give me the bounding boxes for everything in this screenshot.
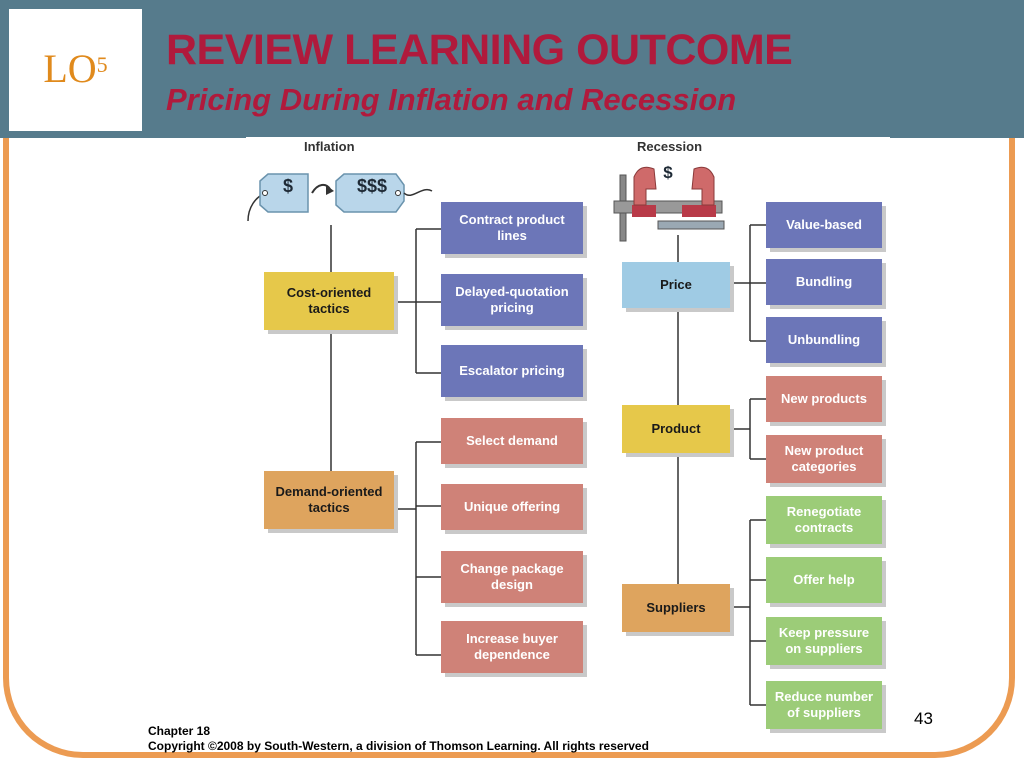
new-products: New products: [766, 376, 882, 422]
new-product-categories: New product categories: [766, 435, 882, 483]
product-node: Product: [622, 405, 730, 453]
offer-help: Offer help: [766, 557, 882, 603]
price-tag-icons: [247, 173, 433, 222]
large-price-tag-text: $$$: [356, 176, 388, 196]
small-price-tag-text: $: [282, 176, 293, 196]
footer-copyright: Copyright ©2008 by South-Western, a divi…: [148, 739, 649, 753]
bundling: Bundling: [766, 259, 882, 305]
slide-frame: [3, 110, 1015, 758]
pricing-diagram: Inflation Recession $ $$$ $ Cost-oriente…: [246, 137, 890, 730]
value-based: Value-based: [766, 202, 882, 248]
vise-dollar-symbol: $: [663, 163, 673, 182]
escalator-pricing: Escalator pricing: [441, 345, 583, 397]
cost-oriented-tactics: Cost-oriented tactics: [264, 272, 394, 330]
renegotiate-contracts: Renegotiate contracts: [766, 496, 882, 544]
unbundling: Unbundling: [766, 317, 882, 363]
price-node: Price: [622, 262, 730, 308]
suppliers-node: Suppliers: [622, 584, 730, 632]
demand-oriented-tactics: Demand-oriented tactics: [264, 471, 394, 529]
reduce-number-of-suppliers: Reduce number of suppliers: [766, 681, 882, 729]
vise-icon: [613, 166, 725, 242]
slide-subtitle: Pricing During Inflation and Recession: [166, 82, 737, 117]
change-package-design: Change package design: [441, 551, 583, 603]
learning-outcome-badge: LO5: [9, 9, 142, 131]
inflation-label: Inflation: [304, 139, 355, 154]
recession-label: Recession: [637, 139, 703, 154]
badge-number: 5: [96, 52, 108, 77]
slide-title: REVIEW LEARNING OUTCOME: [166, 26, 793, 74]
page-number: 43: [914, 709, 933, 728]
contract-product-lines: Contract product lines: [441, 202, 583, 254]
slide-header: LO5 REVIEW LEARNING OUTCOME Pricing Duri…: [0, 0, 1024, 138]
badge-text: LO: [43, 46, 97, 91]
large-price-tag-icon: [335, 173, 405, 213]
small-price-tag-icon: [259, 173, 309, 213]
select-demand: Select demand: [441, 418, 583, 464]
keep-pressure-on-suppliers: Keep pressure on suppliers: [766, 617, 882, 665]
unique-offering: Unique offering: [441, 484, 583, 530]
increase-buyer-dependence: Increase buyer dependence: [441, 621, 583, 673]
footer-chapter: Chapter 18: [148, 724, 211, 738]
delayed-quotation-pricing: Delayed-quotation pricing: [441, 274, 583, 326]
